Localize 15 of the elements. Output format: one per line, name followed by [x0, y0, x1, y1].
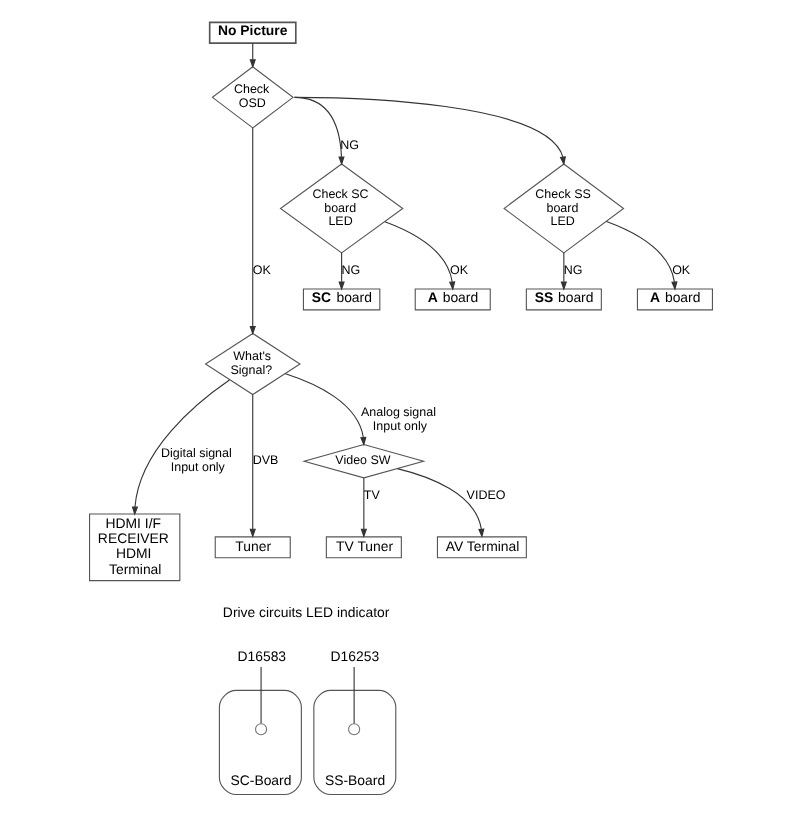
arrow: [283, 373, 366, 447]
arrow: [248, 127, 255, 336]
arrow: [337, 252, 344, 291]
arrow: [395, 468, 484, 538]
arrow: [604, 220, 677, 291]
arrow: [383, 221, 455, 291]
arrow: [359, 477, 367, 538]
node-circle: [347, 723, 360, 736]
arrow: [248, 394, 255, 538]
connector: [259, 666, 261, 725]
arrow: [559, 252, 567, 291]
connector: [352, 666, 354, 725]
arrow: [292, 96, 566, 166]
node-circle: [253, 723, 267, 736]
arrow: [130, 379, 229, 516]
